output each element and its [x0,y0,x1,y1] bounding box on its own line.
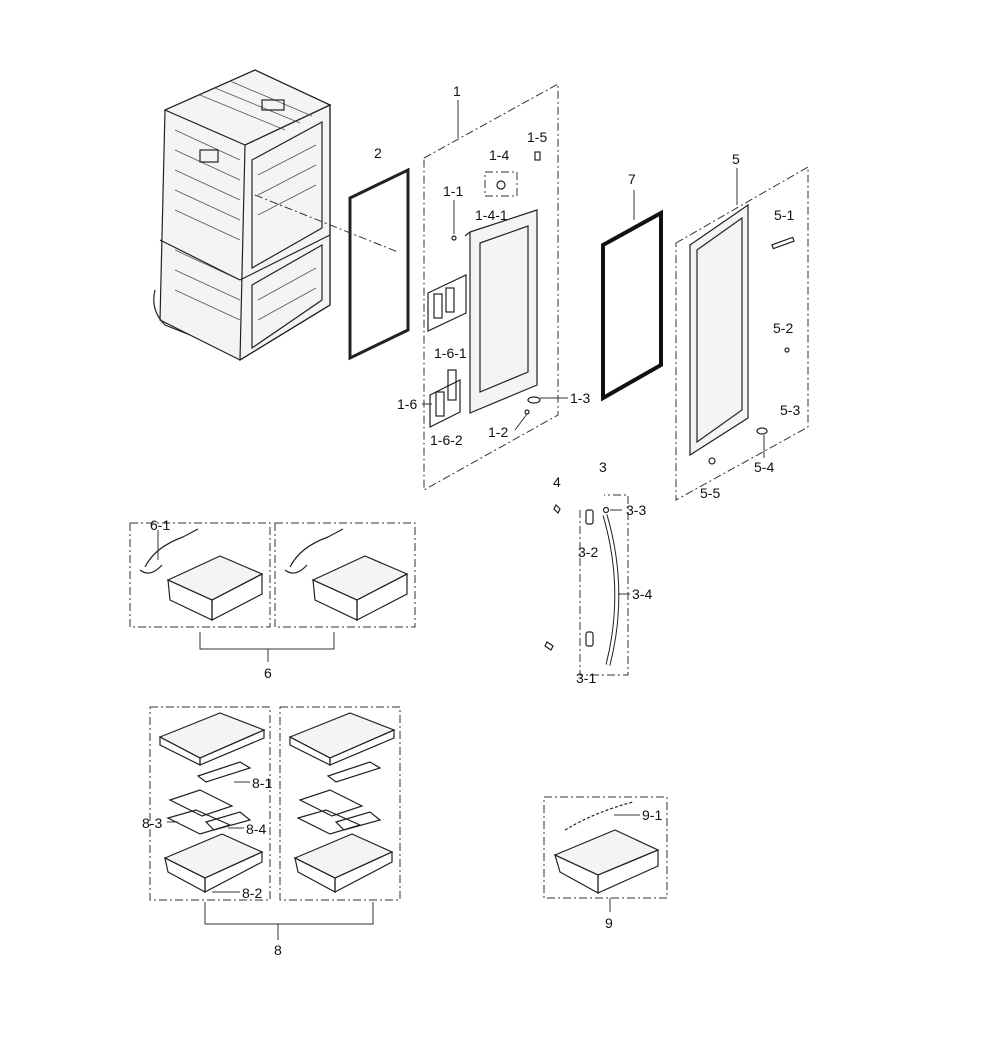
label-1: 1 [453,83,461,99]
label-5-4: 5-4 [754,459,774,475]
label-8: 8 [274,942,282,958]
label-1-1: 1-1 [443,183,463,199]
label-3: 3 [599,459,607,475]
label-3-2: 3-2 [578,544,598,560]
label-1-3: 1-3 [570,390,590,406]
part-5-door [675,166,809,501]
label-1-6-2: 1-6-2 [430,432,463,448]
label-3-1: 3-1 [576,670,596,686]
label-1-5: 1-5 [527,129,547,145]
label-8-4: 8-4 [246,821,266,837]
label-8-1: 8-1 [252,775,272,791]
label-9-1: 9-1 [642,807,662,823]
part-3-handle [544,494,630,676]
label-1-6-1: 1-6-1 [434,345,467,361]
label-1-4-1: 1-4-1 [475,207,508,223]
label-5-1: 5-1 [774,207,794,223]
label-3-4: 3-4 [632,586,652,602]
label-8-3: 8-3 [142,815,162,831]
label-6: 6 [264,665,272,681]
label-3-3: 3-3 [626,502,646,518]
part-1-door-assembly [422,83,568,491]
label-2: 2 [374,145,382,161]
label-1-4: 1-4 [489,147,509,163]
label-5-2: 5-2 [773,320,793,336]
label-6-1: 6-1 [150,517,170,533]
refrigerator-cabinet [153,69,332,362]
label-5-5: 5-5 [700,485,720,501]
part-8-shelf-assemblies [149,706,401,940]
label-5-3: 5-3 [780,402,800,418]
label-7: 7 [628,171,636,187]
callout-labels: 1 1-1 1-2 1-3 1-4 1-4-1 1-5 1-6 1-6-1 1-… [142,83,800,958]
label-1-6: 1-6 [397,396,417,412]
label-1-2: 1-2 [488,424,508,440]
label-4: 4 [553,474,561,490]
label-9: 9 [605,915,613,931]
part-7-gasket [601,190,663,402]
label-5: 5 [732,151,740,167]
part-2-panel [254,167,410,361]
label-8-2: 8-2 [242,885,262,901]
part-9-tray [543,796,668,912]
part-6-bins [129,522,416,662]
